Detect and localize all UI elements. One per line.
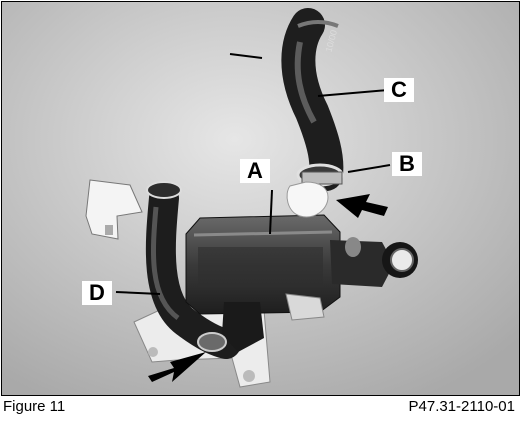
component-photo xyxy=(2,2,519,395)
arrow-lower-icon xyxy=(148,352,206,382)
callout-d: D xyxy=(82,281,112,305)
callout-b: B xyxy=(392,152,422,176)
mounting-bracket xyxy=(85,179,143,240)
white-fitting xyxy=(286,181,329,218)
callout-c: C xyxy=(384,78,414,102)
figure-code: P47.31-2110-01 xyxy=(408,398,515,415)
figure-caption: Figure 11 xyxy=(3,398,66,415)
arrow-right-icon xyxy=(336,194,388,218)
hose-clamp xyxy=(301,171,343,185)
callout-a: A xyxy=(240,159,270,183)
figure-frame: 10/00 A B C D xyxy=(1,1,520,396)
